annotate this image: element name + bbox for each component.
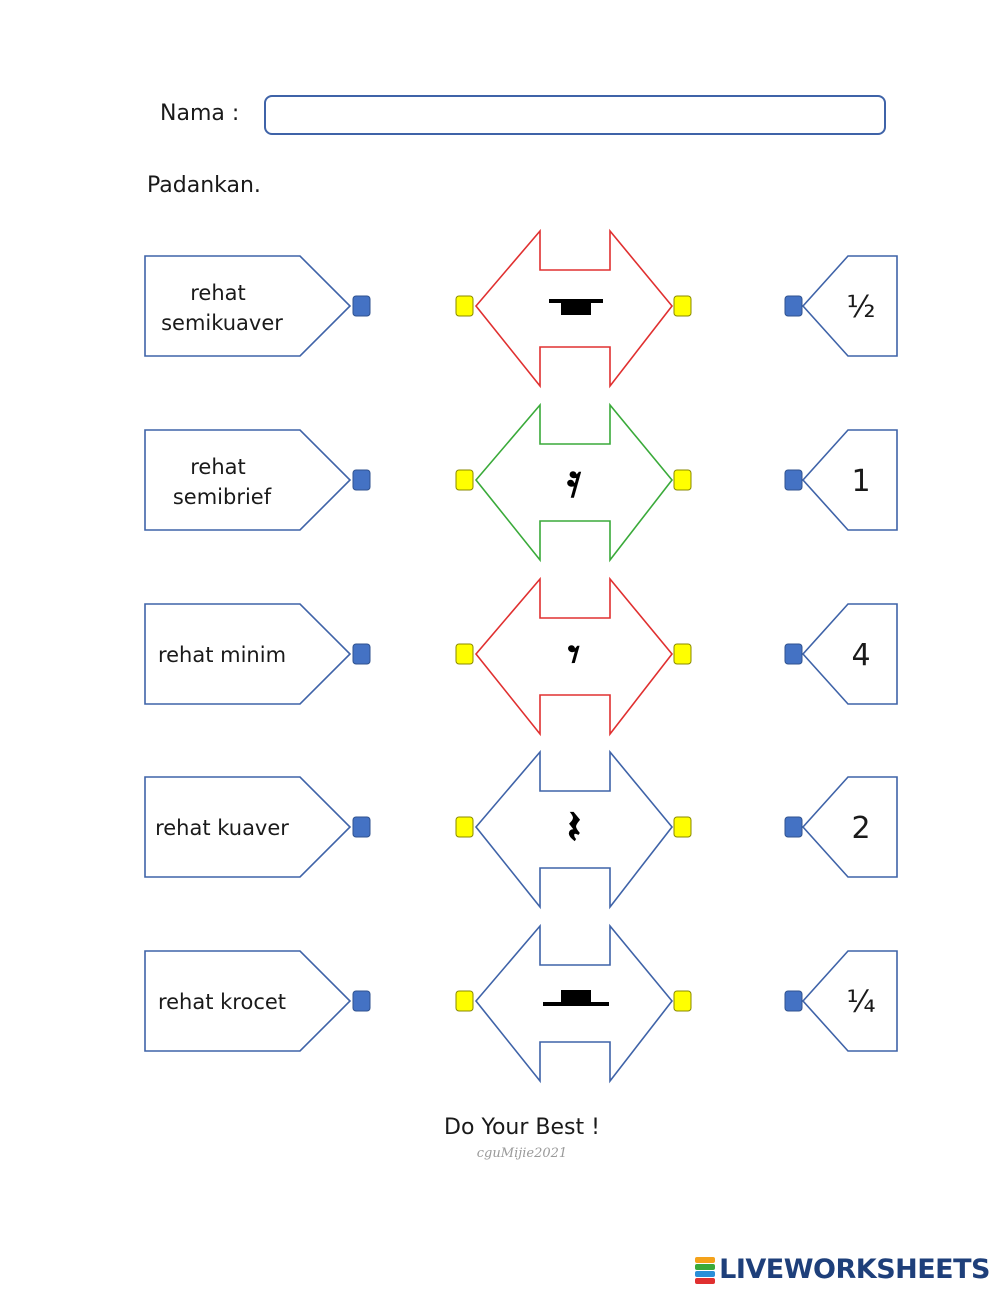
staff-line bbox=[549, 299, 603, 303]
value-box bbox=[801, 950, 898, 1052]
arrow-left-dot[interactable] bbox=[455, 816, 474, 838]
brand-logo-icon bbox=[695, 1256, 716, 1284]
value-text: 2 bbox=[851, 811, 870, 846]
label-box bbox=[144, 603, 352, 705]
minim-rest-symbol bbox=[561, 990, 591, 1002]
right-connector-dot[interactable] bbox=[784, 295, 803, 317]
crotchet-rest-symbol: 𝄽 bbox=[567, 800, 581, 854]
label-box bbox=[144, 950, 352, 1052]
semibreve-rest-symbol bbox=[561, 303, 591, 315]
right-connector-dot[interactable] bbox=[784, 990, 803, 1012]
left-connector-dot[interactable] bbox=[352, 295, 371, 317]
value-text: 4 bbox=[851, 638, 870, 673]
arrow-left-dot[interactable] bbox=[455, 643, 474, 665]
right-connector-dot[interactable] bbox=[784, 469, 803, 491]
footer-credit: cguMijie2021 bbox=[476, 1146, 568, 1161]
left-connector-dot[interactable] bbox=[352, 816, 371, 838]
label-box bbox=[144, 429, 352, 531]
semiquaver-rest-symbol: 𝄿 bbox=[567, 453, 582, 507]
arrow-right-dot[interactable] bbox=[673, 643, 692, 665]
footer-message: Do Your Best ! bbox=[444, 1115, 600, 1140]
value-box bbox=[801, 255, 898, 357]
symbol-arrow bbox=[474, 402, 674, 563]
value-text: 1 bbox=[851, 464, 870, 499]
arrow-left-dot[interactable] bbox=[455, 469, 474, 491]
left-connector-dot[interactable] bbox=[352, 643, 371, 665]
label-box bbox=[144, 255, 352, 357]
brand-name: LIVEWORKSHEETS bbox=[719, 1254, 990, 1285]
right-connector-dot[interactable] bbox=[784, 643, 803, 665]
staff-line bbox=[543, 1002, 609, 1006]
symbol-arrow bbox=[474, 576, 674, 737]
brand: LIVEWORKSHEETS bbox=[695, 1254, 990, 1285]
label-text: rehat kuaver bbox=[155, 816, 289, 840]
instruction-text: Padankan. bbox=[147, 173, 261, 198]
name-input[interactable] bbox=[264, 95, 886, 135]
arrow-right-dot[interactable] bbox=[673, 295, 692, 317]
arrow-left-dot[interactable] bbox=[455, 295, 474, 317]
right-connector-dot[interactable] bbox=[784, 816, 803, 838]
name-label: Nama : bbox=[160, 101, 240, 126]
symbol-arrow bbox=[474, 749, 674, 910]
left-connector-dot[interactable] bbox=[352, 990, 371, 1012]
left-connector-dot[interactable] bbox=[352, 469, 371, 491]
label-box bbox=[144, 776, 352, 878]
arrow-right-dot[interactable] bbox=[673, 469, 692, 491]
arrow-right-dot[interactable] bbox=[673, 816, 692, 838]
label-text: semikuaver bbox=[161, 311, 283, 335]
label-text: rehat bbox=[190, 455, 246, 479]
quaver-rest-symbol: 𝄾 bbox=[568, 627, 580, 681]
value-box bbox=[801, 776, 898, 878]
label-text: rehat bbox=[190, 281, 246, 305]
value-box bbox=[801, 603, 898, 705]
arrow-right-dot[interactable] bbox=[673, 990, 692, 1012]
label-text: rehat krocet bbox=[158, 990, 286, 1014]
label-text: semibrief bbox=[173, 485, 272, 509]
label-text: rehat minim bbox=[158, 643, 286, 667]
arrow-left-dot[interactable] bbox=[455, 990, 474, 1012]
value-text: ½ bbox=[846, 290, 875, 325]
value-box bbox=[801, 429, 898, 531]
value-text: ¼ bbox=[846, 985, 875, 1020]
